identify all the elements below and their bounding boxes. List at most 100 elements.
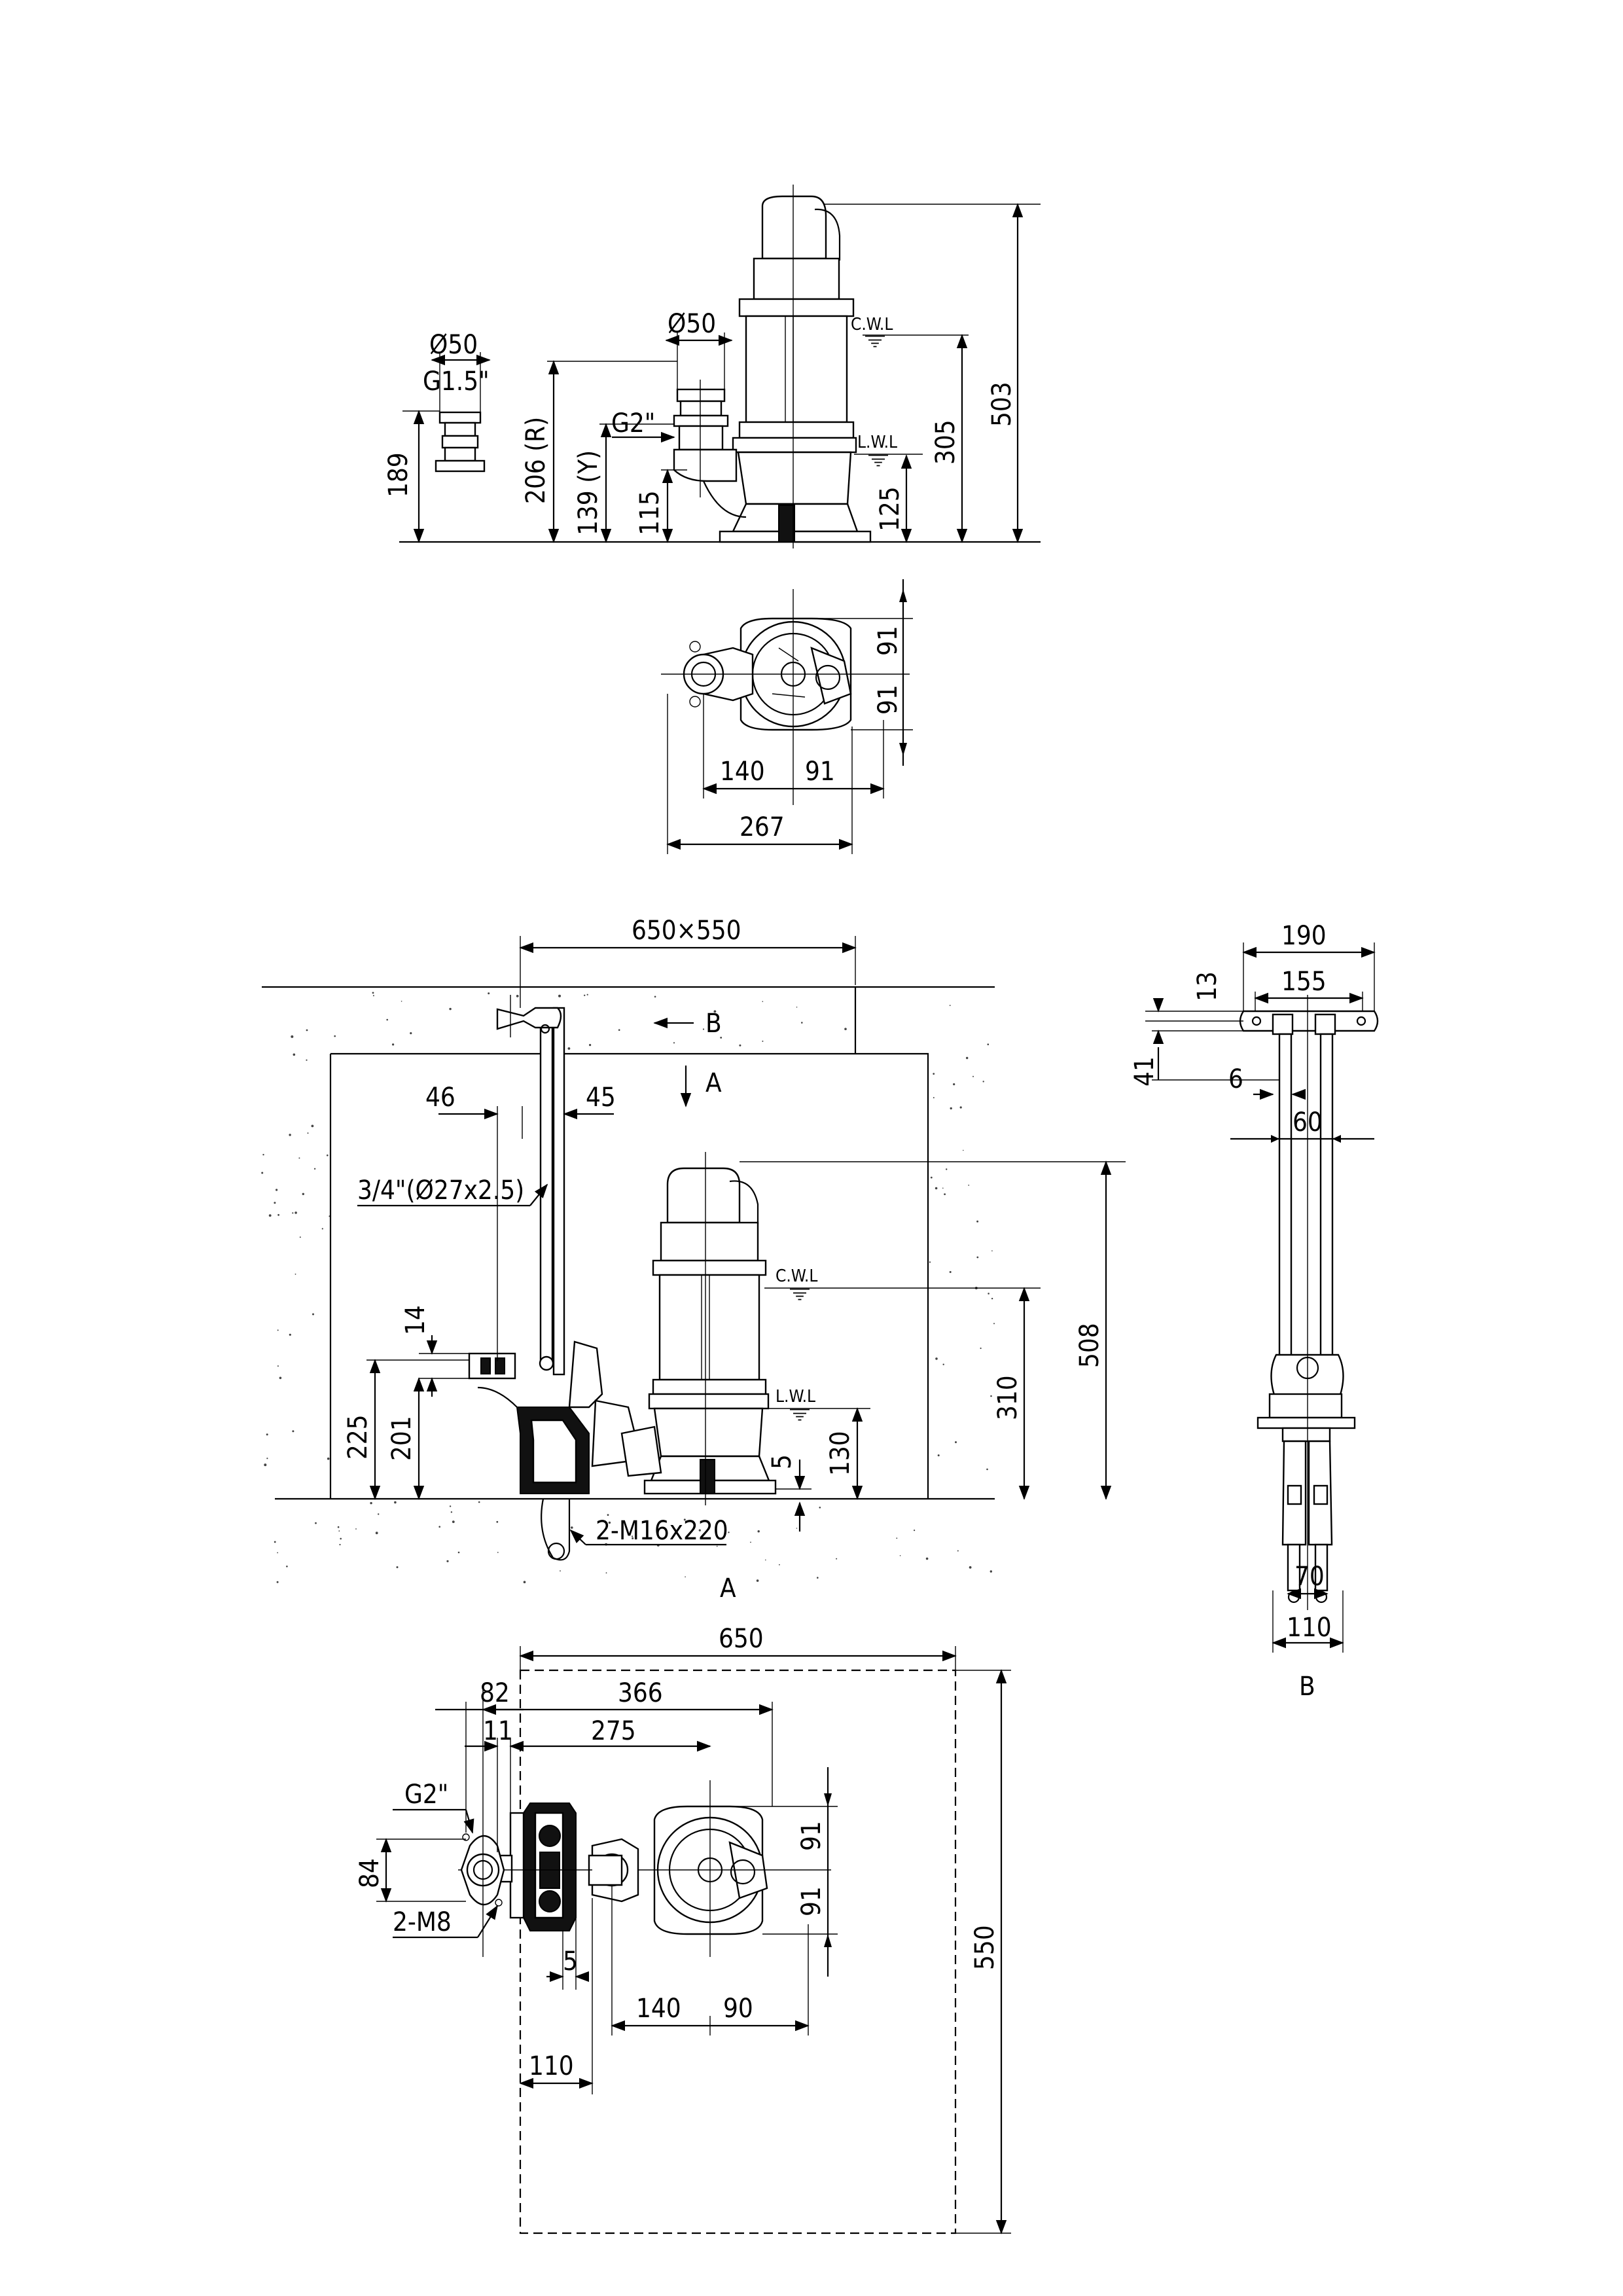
concrete-speck [935, 1357, 938, 1360]
concrete-speck [935, 1187, 938, 1190]
concrete-speck [449, 1505, 452, 1507]
concrete-speck [959, 1106, 962, 1109]
concrete-speck [294, 1273, 296, 1275]
dim-fitting-diameter: Ø50 [429, 330, 478, 360]
view-installation-section: C.W.L L.W.L 650×550 B A A 46 45 [261, 916, 1126, 1604]
concrete-speck [410, 1032, 412, 1035]
view-plan-pump: 91 91 140 91 267 [661, 579, 913, 854]
lwl-label-section: L.W.L [776, 1387, 815, 1407]
dim-41: 41 [1130, 1056, 1160, 1086]
concrete-speck [796, 1007, 798, 1008]
concrete-speck [294, 1211, 297, 1214]
concrete-speck [976, 1220, 979, 1223]
concrete-speck [286, 1566, 288, 1568]
concrete-speck [929, 1261, 931, 1263]
concrete-speck [338, 1530, 340, 1532]
concrete-speck [337, 1526, 340, 1528]
concrete-speck [311, 1124, 314, 1128]
concrete-speck [728, 1532, 730, 1534]
dim-46: 46 [425, 1083, 455, 1113]
dim-82: 82 [480, 1678, 510, 1708]
concrete-speck [914, 1530, 916, 1532]
concrete-speck [276, 1581, 279, 1583]
concrete-speck [277, 1329, 279, 1331]
concrete-speck [946, 1168, 948, 1170]
concrete-speck [819, 1507, 821, 1509]
concrete-speck [558, 994, 561, 997]
concrete-speck [315, 1522, 317, 1524]
concrete-speck [899, 1555, 901, 1556]
duckfoot-bend [477, 1340, 643, 1561]
concrete-speck [264, 1463, 267, 1467]
dim-310: 310 [993, 1375, 1023, 1420]
view2-dimensions: 91 91 140 91 267 [666, 579, 913, 854]
concrete-speck [756, 1579, 759, 1582]
dim-190: 190 [1281, 921, 1327, 951]
dim-267: 267 [740, 812, 785, 842]
view-plan-installation: 650 550 82 366 11 275 G2" 8 [355, 1624, 1011, 2234]
concrete-speck [375, 1532, 378, 1535]
concrete-speck [720, 1037, 722, 1039]
concrete-speck [396, 1566, 399, 1568]
discharge-riser [673, 380, 747, 518]
concrete-speck [261, 1172, 264, 1174]
concrete-speck [302, 1193, 304, 1196]
concrete-speck [796, 1528, 798, 1529]
concrete-speck [266, 1433, 268, 1436]
concrete-speck [942, 1363, 944, 1365]
concrete-speck [990, 1570, 993, 1573]
concrete-speck [605, 1572, 607, 1574]
dim-fitting-thread: G1.5" [423, 367, 490, 397]
view-b-rail-detail: 190 155 13 41 6 60 70 [1130, 921, 1379, 1702]
view-side-elevation: C.W.L L.W.L Ø50 G1.5" Ø50 G2" 189 2 [383, 185, 1041, 548]
pump-side [719, 185, 872, 548]
concrete-speck [801, 1022, 803, 1024]
lwl-label: L.W.L [857, 433, 897, 452]
concrete-speck [370, 1501, 372, 1505]
concrete-speck [632, 1537, 634, 1539]
concrete-speck [450, 1511, 453, 1513]
concrete-speck [589, 1044, 592, 1047]
arrow-b-label: B [705, 1009, 722, 1039]
concrete-speck [966, 1056, 969, 1060]
concrete-speck [279, 1376, 282, 1380]
concrete-speck [972, 1075, 974, 1077]
concrete-speck [276, 1189, 278, 1191]
pump-plan-installed [615, 1780, 831, 1957]
concrete-speck [942, 1187, 944, 1189]
dim-5: 5 [767, 1454, 797, 1469]
dim-14: 14 [401, 1305, 431, 1335]
concrete-speck [289, 1134, 291, 1136]
dim-189: 189 [383, 452, 414, 497]
concrete-speck [567, 1047, 571, 1050]
dim-305: 305 [931, 420, 961, 465]
concrete-speck [313, 1168, 316, 1170]
concrete-speck [339, 1543, 341, 1546]
dim-91-b: 91 [796, 1886, 827, 1916]
pump-plan [661, 589, 910, 805]
water-levels: C.W.L L.W.L [851, 315, 969, 467]
bolts-m8-label: 2-M8 [393, 1907, 452, 1937]
dim-201: 201 [387, 1416, 417, 1461]
concrete-speck [933, 1097, 935, 1099]
guide-bracket-plan [460, 1689, 505, 1957]
concrete-speck [457, 1551, 460, 1554]
concrete-speck [571, 1526, 573, 1529]
dim-v91-bot: 91 [873, 685, 903, 715]
dim-650: 650 [719, 1624, 764, 1654]
concrete-speck [957, 1550, 959, 1552]
concrete-speck [266, 1458, 268, 1460]
concrete-speck [291, 1035, 294, 1038]
concrete-speck [713, 1010, 717, 1013]
concrete-speck [321, 1228, 323, 1230]
concrete-speck [372, 995, 374, 997]
dim-91-a: 91 [796, 1821, 827, 1851]
concrete-speck [262, 1154, 264, 1156]
bolts-label: 2-M16x220 [596, 1516, 728, 1546]
concrete-speck [654, 996, 656, 998]
concrete-speck [987, 1043, 990, 1045]
duckfoot-plan [458, 1803, 639, 1931]
dim-550: 550 [970, 1925, 1000, 1970]
dim-outlet-thread: G2" [611, 408, 655, 439]
concrete-speck [991, 1297, 993, 1300]
